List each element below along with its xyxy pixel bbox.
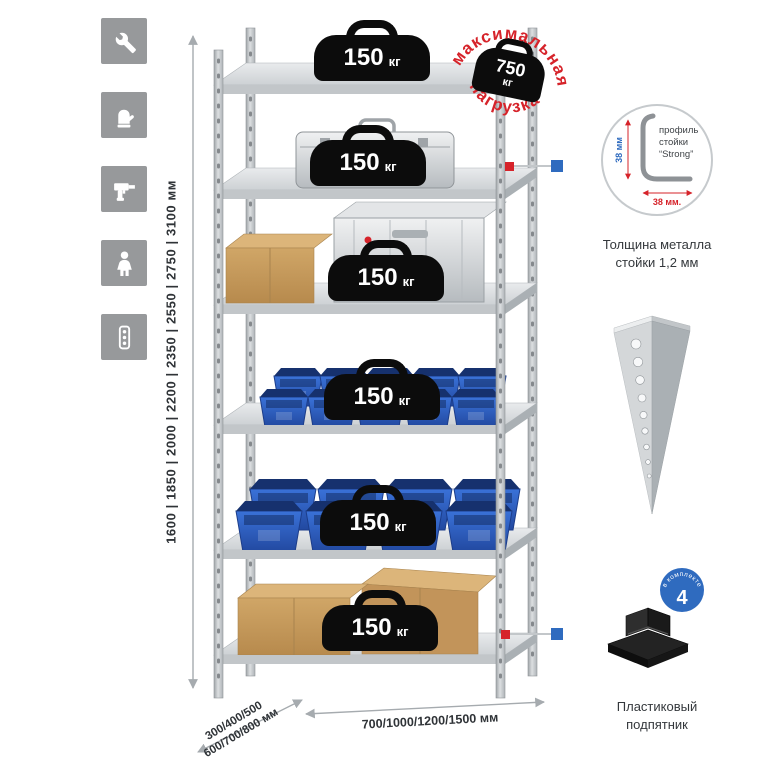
depth-dimension-line [197, 699, 303, 753]
badge-unit: кг [394, 519, 407, 534]
shelf-load-badge-4: 150 кг [324, 374, 440, 420]
wrench-icon [115, 32, 136, 53]
quantity-badge: в комплекте 4 [660, 568, 704, 612]
badge-value: 150 [351, 614, 392, 641]
callout-connector-bottom [501, 628, 563, 640]
red-marker [501, 630, 510, 639]
max-load-stamp: максимальная нагрузка 750 кг [432, 0, 589, 149]
foot-caption-line2: подпятник [626, 716, 688, 732]
shelving-rack [213, 27, 538, 699]
badge-value: 150 [353, 383, 394, 410]
angle-post-image [613, 315, 691, 515]
shelf-load-badge-5: 150 кг [320, 500, 436, 546]
feature-icon-wrench [101, 18, 147, 64]
drill-icon [113, 182, 135, 201]
back-posts [245, 27, 538, 677]
profile-caption-line1: Толщина металла [602, 237, 712, 252]
stamp-unit: кг [501, 75, 514, 90]
profile-caption-line2: стойки 1,2 мм [615, 254, 699, 270]
connector-line [505, 633, 555, 635]
badge-unit: кг [396, 624, 409, 639]
blue-marker [551, 160, 563, 172]
person-icon [116, 250, 132, 276]
feature-icon-person [101, 240, 147, 286]
gloves-icon [117, 109, 134, 128]
shelf-load-badge-1: 150 кг [314, 35, 430, 81]
profile-dim-horizontal: 38 мм. [653, 197, 681, 207]
cardboard-box [225, 233, 333, 304]
badge-value: 150 [357, 264, 398, 291]
badge-unit: кг [384, 159, 397, 174]
shelf-load-badge-6: 150 кг [322, 605, 438, 651]
height-dimension-label: 1600 | 1850 | 2000 | 2200 | 2350 | 2550 … [163, 180, 179, 544]
foot-caption: Пластиковый подпятник [577, 698, 737, 733]
connector-line [509, 165, 555, 167]
profile-label-2: стойки [659, 137, 688, 148]
shelf-load-badge-2: 150 кг [310, 140, 426, 186]
feature-icon-gloves [101, 92, 147, 138]
badge-value: 150 [349, 509, 390, 536]
shelf-load-badge-3: 150 кг [328, 255, 444, 301]
profile-label-1: профиль [659, 125, 698, 136]
width-dimension-line [305, 697, 545, 719]
profile-dim-vertical: 38 мм [614, 137, 624, 163]
profile-caption: Толщина металла стойки 1,2 мм [577, 236, 737, 271]
badge-value: 150 [343, 44, 384, 71]
blue-marker [551, 628, 563, 640]
profile-label-3: “Strong” [659, 149, 693, 160]
badge-unit: кг [398, 393, 411, 408]
plastic-foot-image [607, 607, 689, 668]
badge-value: 150 [339, 149, 380, 176]
height-dimension-line [188, 35, 198, 689]
feature-icon-power-strip [101, 314, 147, 360]
foot-caption-line1: Пластиковый [616, 699, 698, 714]
power-strip-icon [118, 325, 130, 349]
post-profile-drawing [640, 113, 693, 182]
front-posts [213, 49, 506, 699]
red-marker [505, 162, 514, 171]
profile-callout: 38 мм 38 мм. профиль стойки “Strong” [601, 104, 713, 216]
badge-number: 4 [676, 587, 688, 609]
feature-icon-drill [101, 166, 147, 212]
badge-unit: кг [388, 54, 401, 69]
callout-connector-top [505, 160, 563, 172]
badge-unit: кг [402, 274, 415, 289]
